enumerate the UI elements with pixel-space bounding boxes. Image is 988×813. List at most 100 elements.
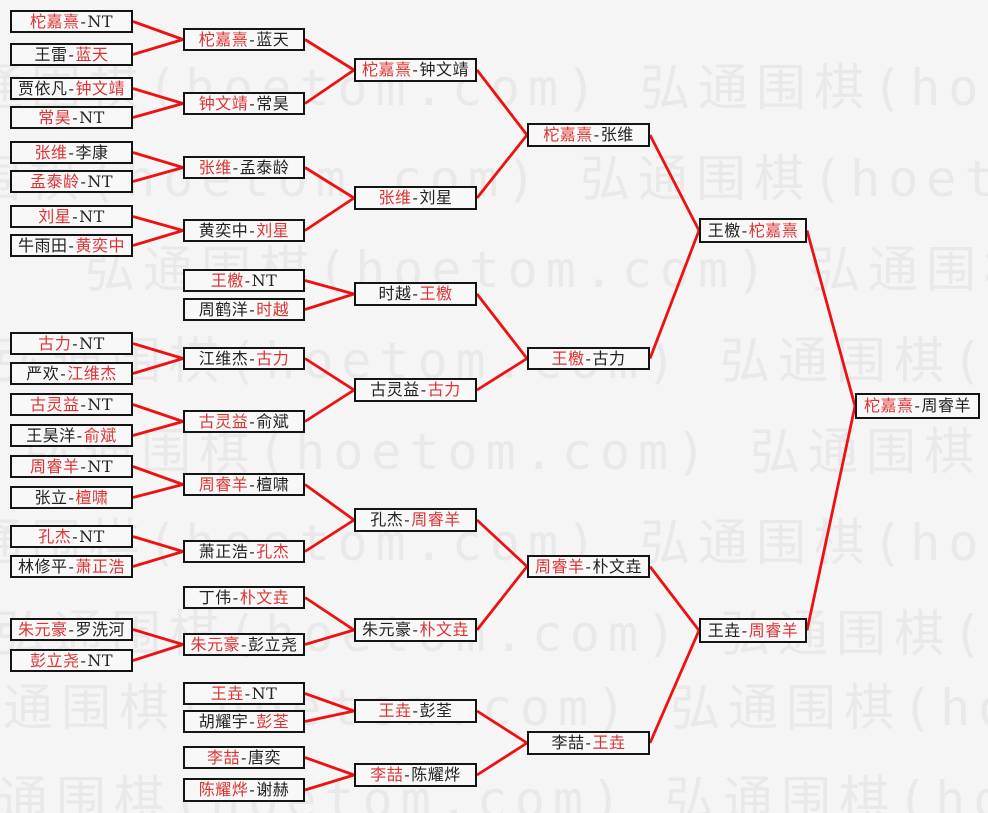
- player-left: 王檄: [551, 348, 585, 368]
- connector-line: [132, 535, 184, 553]
- match-box-r5-2: 王垚-周睿羊: [699, 618, 807, 643]
- connector-line: [648, 629, 701, 744]
- player-left: 李喆: [207, 747, 241, 767]
- match-box-r1-12: 王昊洋-俞斌: [10, 424, 133, 447]
- match-box-r1-7: 刘星-NT: [10, 205, 133, 228]
- player-left: 周睿羊: [198, 474, 249, 494]
- match-dash: -: [404, 765, 411, 784]
- watermark-text: 弘通围棋(hoetom.com): [720, 332, 988, 390]
- match-dash: -: [249, 29, 256, 49]
- connector-line: [476, 741, 528, 777]
- player-right: 檀啸: [256, 474, 290, 494]
- connector-line: [304, 357, 355, 392]
- connector-line: [304, 483, 355, 522]
- player-right: 谢赫: [256, 780, 290, 799]
- match-dash: -: [420, 380, 427, 399]
- player-left: 张维: [198, 157, 232, 177]
- match-box-r1-14: 张立-檀啸: [10, 486, 133, 509]
- player-right: NT: [87, 171, 114, 191]
- connector-line: [304, 756, 355, 777]
- player-left: 古灵益: [198, 411, 249, 431]
- match-box-r4-4: 李喆-王垚: [527, 731, 650, 755]
- match-box-r2-12: 朱元豪-彭立尧: [183, 633, 305, 656]
- player-right: 钟文靖: [75, 78, 125, 98]
- player-right: 彭荃: [419, 701, 453, 720]
- match-box-r1-10: 严欢-江维杰: [10, 362, 133, 385]
- player-left: 周睿羊: [29, 456, 80, 476]
- match-box-r1-2: 王雷-蓝天: [10, 43, 133, 66]
- match-dash: -: [241, 634, 247, 654]
- match-dash: -: [249, 220, 256, 240]
- player-left: 黄奕中: [198, 220, 249, 240]
- player-right: 蓝天: [75, 44, 109, 64]
- match-box-r1-18: 彭立尧-NT: [10, 649, 133, 672]
- player-left: 柁嘉熹: [543, 125, 593, 144]
- match-box-r2-2: 钟文靖-常昊: [183, 92, 305, 115]
- match-box-r2-11: 丁伟-朴文垚: [183, 586, 305, 609]
- player-right: 朴文垚: [592, 556, 642, 576]
- match-dash: -: [241, 747, 247, 767]
- match-dash: -: [68, 556, 75, 576]
- player-right: NT: [87, 394, 114, 414]
- player-left: 彭立尧: [29, 650, 80, 670]
- match-box-r4-3: 周睿羊-朴文垚: [527, 555, 650, 578]
- connector-line: [132, 550, 184, 568]
- player-right: NT: [79, 333, 105, 353]
- match-dash: -: [232, 587, 239, 607]
- player-left: 周鹤洋: [198, 299, 249, 319]
- player-left: 朱元豪: [18, 619, 68, 639]
- match-dash: -: [80, 11, 87, 31]
- player-right: 古力: [256, 348, 290, 368]
- match-dash: -: [80, 456, 87, 476]
- match-box-r2-5: 王檄-NT: [183, 269, 305, 292]
- match-box-r3-3: 时越-王檄: [354, 282, 477, 306]
- connector-line: [304, 596, 355, 632]
- connector-line: [132, 420, 184, 437]
- match-box-r1-3: 贾依凡-钟文靖: [10, 77, 133, 100]
- player-right: 周睿羊: [921, 396, 971, 415]
- player-left: 张维: [34, 142, 68, 162]
- connector-line: [805, 230, 857, 407]
- match-box-r1-15: 孔杰-NT: [10, 525, 133, 548]
- player-right: NT: [79, 206, 105, 226]
- connector-line: [648, 134, 701, 232]
- match-box-r2-13: 王垚-NT: [183, 682, 305, 705]
- watermark-text: 弘通围棋(hoetom.com): [665, 771, 988, 813]
- player-right: 唐奕: [247, 747, 281, 767]
- player-right: 朴文垚: [419, 620, 469, 639]
- connector-line: [304, 166, 355, 200]
- player-right: 刘星: [256, 220, 290, 240]
- match-box-r2-4: 黄奕中-刘星: [183, 219, 305, 242]
- match-dash: -: [585, 556, 592, 576]
- match-box-r1-5: 张维-李康: [10, 141, 133, 164]
- player-right: 陈耀烨: [411, 765, 461, 784]
- match-dash: -: [412, 188, 419, 207]
- match-dash: -: [741, 220, 748, 240]
- player-left: 古灵益: [29, 394, 80, 414]
- connector-line: [805, 405, 857, 631]
- connector-line: [132, 215, 184, 232]
- match-dash: -: [80, 394, 87, 414]
- player-left: 钟文靖: [198, 93, 249, 113]
- player-right: 周睿羊: [411, 510, 461, 529]
- player-left: 王雷: [34, 44, 68, 64]
- connector-line: [304, 709, 355, 723]
- player-right: 古力: [427, 380, 461, 399]
- player-left: 古灵益: [370, 380, 420, 399]
- match-box-r2-15: 李喆-唐奕: [183, 746, 305, 769]
- connector-line: [132, 102, 184, 119]
- match-dash: -: [244, 683, 251, 703]
- match-box-r5-1: 王檄-柁嘉熹: [699, 218, 807, 243]
- player-left: 刘星: [38, 206, 72, 226]
- player-left: 江维杰: [198, 348, 249, 368]
- player-left: 王垚: [210, 683, 244, 703]
- connector-line: [132, 628, 184, 646]
- player-left: 常昊: [38, 107, 72, 127]
- match-box-r1-16: 林修平-萧正浩: [10, 555, 133, 578]
- match-dash: -: [68, 619, 75, 639]
- player-left: 时越: [378, 284, 412, 303]
- player-right: 周睿羊: [748, 620, 799, 640]
- player-left: 李喆: [370, 765, 404, 784]
- connector-line: [304, 518, 355, 553]
- watermark-text: 弘通围棋(hoetom.com): [670, 679, 988, 737]
